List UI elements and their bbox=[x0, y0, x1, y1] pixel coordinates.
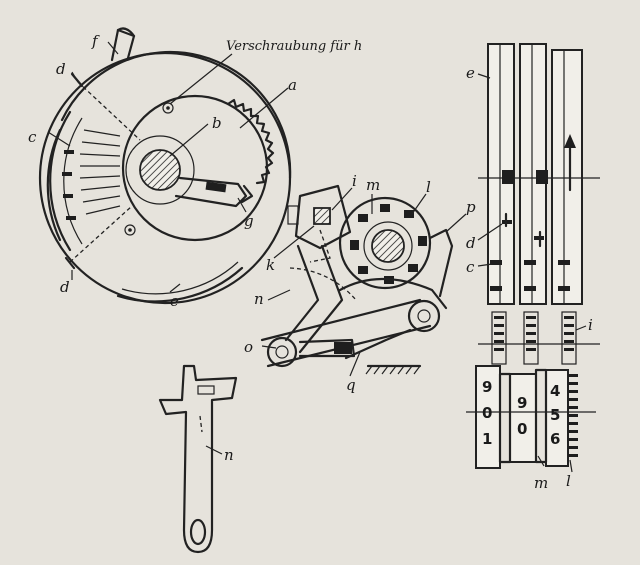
label-l-right: l bbox=[566, 472, 571, 490]
label-o: o bbox=[244, 338, 253, 356]
label-d-bottom: d bbox=[60, 278, 70, 296]
counter-digit-2b: 0 bbox=[517, 420, 527, 438]
counter-digit-1c: 1 bbox=[482, 430, 492, 448]
counter-digit-1a: 9 bbox=[482, 378, 492, 396]
label-k: k bbox=[266, 256, 275, 274]
label-d-right: d bbox=[466, 234, 476, 252]
label-m-mid: m bbox=[366, 176, 380, 194]
label-e-right: e bbox=[466, 64, 475, 82]
label-g: g bbox=[244, 212, 254, 230]
label-e-left: e bbox=[170, 292, 179, 310]
counter-digit-3a: 4 bbox=[550, 382, 560, 400]
label-p: p bbox=[466, 198, 476, 216]
label-c-right: c bbox=[466, 258, 475, 276]
label-l-mid: l bbox=[426, 178, 431, 196]
label-n-bottom: n bbox=[224, 446, 234, 464]
label-i-mid: i bbox=[352, 172, 357, 190]
label-m-right: m bbox=[534, 474, 548, 492]
counter-digit-3b: 5 bbox=[550, 406, 560, 424]
dial-mechanism: Verschraubung für h a b c d d e f g bbox=[28, 27, 362, 310]
label-q: q bbox=[346, 376, 356, 394]
label-n-mid: n bbox=[254, 290, 264, 308]
counter-digit-2a: 9 bbox=[517, 394, 527, 412]
label-f: f bbox=[91, 32, 100, 50]
counter-digit-3c: 6 bbox=[550, 430, 560, 448]
screw-caption: Verschraubung für h bbox=[226, 39, 362, 54]
lever-part-n: n bbox=[158, 364, 238, 554]
label-d-top: d bbox=[56, 60, 66, 78]
counter-assembly: 9 0 1 9 0 4 5 6 e d c i m l bbox=[466, 43, 600, 492]
counter-digit-1b: 0 bbox=[482, 404, 492, 422]
label-c: c bbox=[28, 128, 37, 146]
label-i-right: i bbox=[588, 316, 593, 334]
lever-mechanism: i m l p k n o q bbox=[244, 172, 476, 394]
label-a: a bbox=[288, 76, 297, 94]
label-b: b bbox=[212, 114, 222, 132]
